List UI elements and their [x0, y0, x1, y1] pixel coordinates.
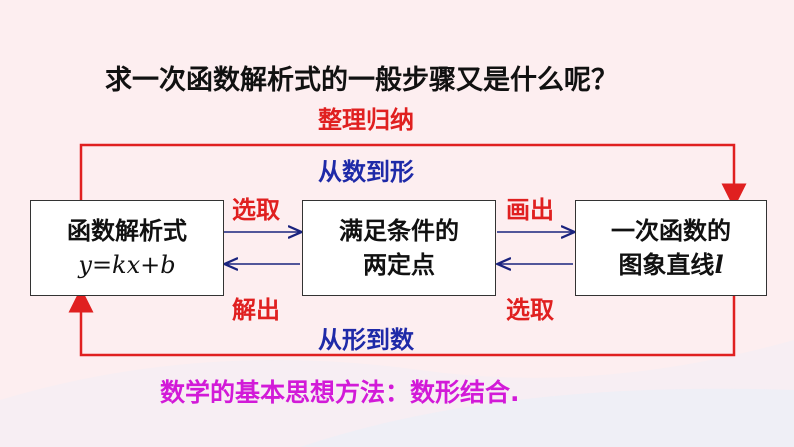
- line-variable: l: [714, 250, 724, 279]
- question-title: 求一次函数解析式的一般步骤又是什么呢？: [105, 65, 618, 96]
- box-analytic-formula-line1: 函数解析式: [67, 217, 187, 245]
- box-analytic-formula: 函数解析式 y=kx+b: [30, 200, 224, 296]
- label-draw: 画出: [506, 196, 554, 224]
- label-organize: 整理归纳: [318, 106, 414, 134]
- box-graph-line-line2: 图象直线l: [618, 250, 724, 279]
- box-two-points-line1: 满足条件的: [339, 217, 459, 245]
- bottom-loop-line: [68, 287, 736, 357]
- label-select-left: 选取: [232, 196, 280, 224]
- box-two-points-line2: 两定点: [363, 251, 435, 279]
- label-number-to-shape: 从数到形: [318, 158, 414, 186]
- top-loop-line: [79, 143, 747, 209]
- label-solve: 解出: [232, 296, 280, 324]
- box-two-points: 满足条件的 两定点: [302, 200, 496, 296]
- box-graph-line: 一次函数的 图象直线l: [575, 200, 767, 296]
- box-graph-line-line1: 一次函数的: [611, 217, 731, 245]
- method-summary: 数学的基本思想方法：数形结合.: [160, 378, 520, 407]
- box-analytic-formula-line2: y=kx+b: [78, 251, 176, 279]
- label-shape-to-number: 从形到数: [318, 326, 414, 354]
- label-select-right: 选取: [506, 296, 554, 324]
